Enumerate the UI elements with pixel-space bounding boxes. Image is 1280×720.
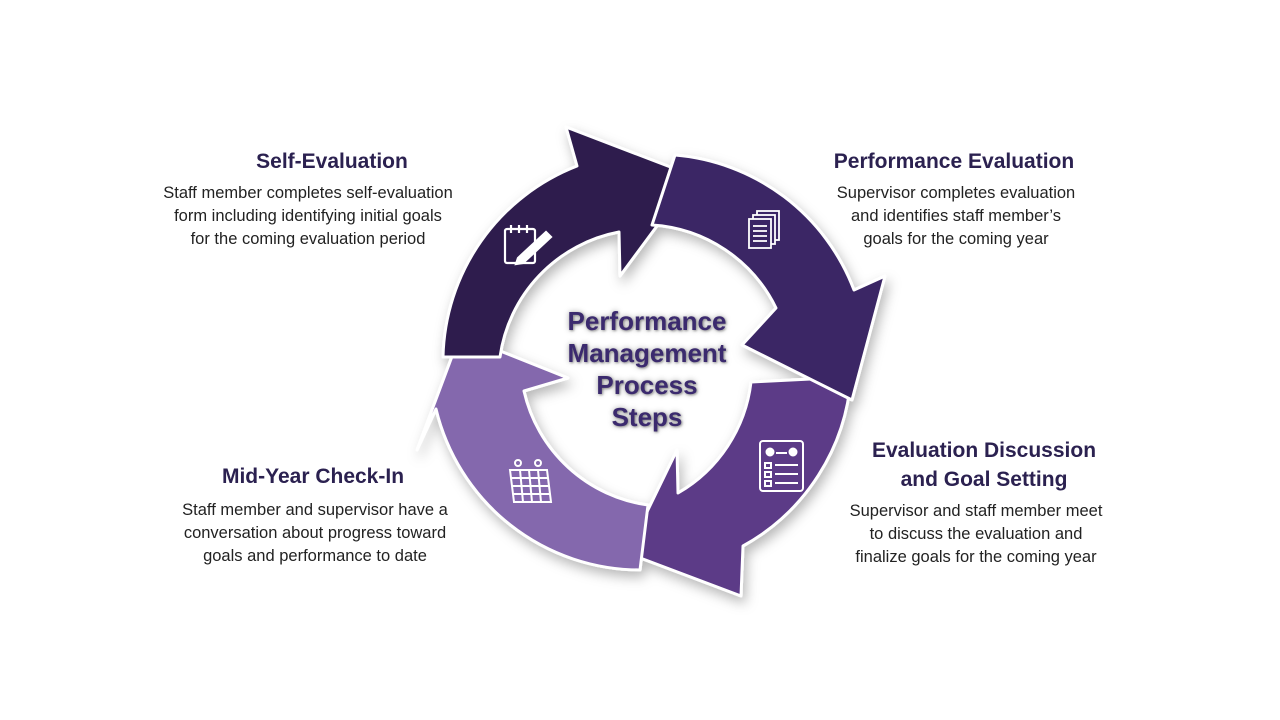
arrow-performance-evaluation — [650, 153, 887, 402]
arrow-mid-year-check-in — [415, 333, 650, 572]
meeting-checklist-icon — [759, 440, 804, 492]
clipboard-pencil-icon — [503, 225, 553, 266]
center-title-line: Management — [567, 338, 727, 368]
description-line: for the coming evaluation period — [190, 230, 426, 248]
self-evaluation-title-line: Self-Evaluation — [256, 150, 408, 173]
self-evaluation-title: Self-Evaluation — [222, 147, 442, 176]
description-line: finalize goals for the coming year — [855, 548, 1097, 566]
description-line: to discuss the evaluation and — [869, 525, 1083, 543]
mid-year-check-in-title: Mid-Year Check-In — [193, 462, 433, 491]
description-line: Supervisor and staff member meet — [849, 502, 1103, 520]
description-line: and identifies staff member’s — [850, 207, 1062, 225]
center-title-line: Process — [596, 370, 698, 400]
calendar-icon — [508, 459, 553, 503]
center-title-line: Steps — [611, 402, 683, 432]
center-title: Performance Management Process Steps — [527, 305, 767, 433]
description-line: goals and performance to date — [203, 547, 427, 565]
mid-year-check-in-description: Staff member and supervisor have a conve… — [148, 499, 482, 568]
description-line: Staff member completes self-evaluation — [163, 184, 453, 202]
self-evaluation-description: Staff member completes self-evaluation f… — [138, 182, 478, 251]
mid-year-check-in-title-line: Mid-Year Check-In — [221, 465, 405, 488]
description-line: Supervisor completes evaluation — [836, 184, 1076, 202]
evaluation-discussion-title-line: Evaluation Discussion — [871, 439, 1097, 462]
description-line: conversation about progress toward — [183, 524, 447, 542]
performance-evaluation-title: Performance Evaluation — [804, 147, 1104, 176]
center-title-line: Performance — [567, 306, 727, 336]
documents-stack-icon — [748, 210, 780, 249]
description-line: form including identifying initial goals — [174, 207, 442, 225]
description-line: Staff member and supervisor have a — [182, 501, 448, 519]
performance-evaluation-title-line: Performance Evaluation — [833, 150, 1075, 173]
performance-evaluation-description: Supervisor completes evaluation and iden… — [806, 182, 1106, 251]
evaluation-discussion-title-line: and Goal Setting — [900, 468, 1068, 491]
evaluation-discussion-title: Evaluation Discussion and Goal Setting — [834, 436, 1134, 494]
arrow-evaluation-discussion — [625, 375, 853, 598]
description-line: goals for the coming year — [863, 230, 1049, 248]
arrow-self-evaluation — [441, 125, 696, 359]
evaluation-discussion-description: Supervisor and staff member meet to disc… — [816, 500, 1136, 569]
